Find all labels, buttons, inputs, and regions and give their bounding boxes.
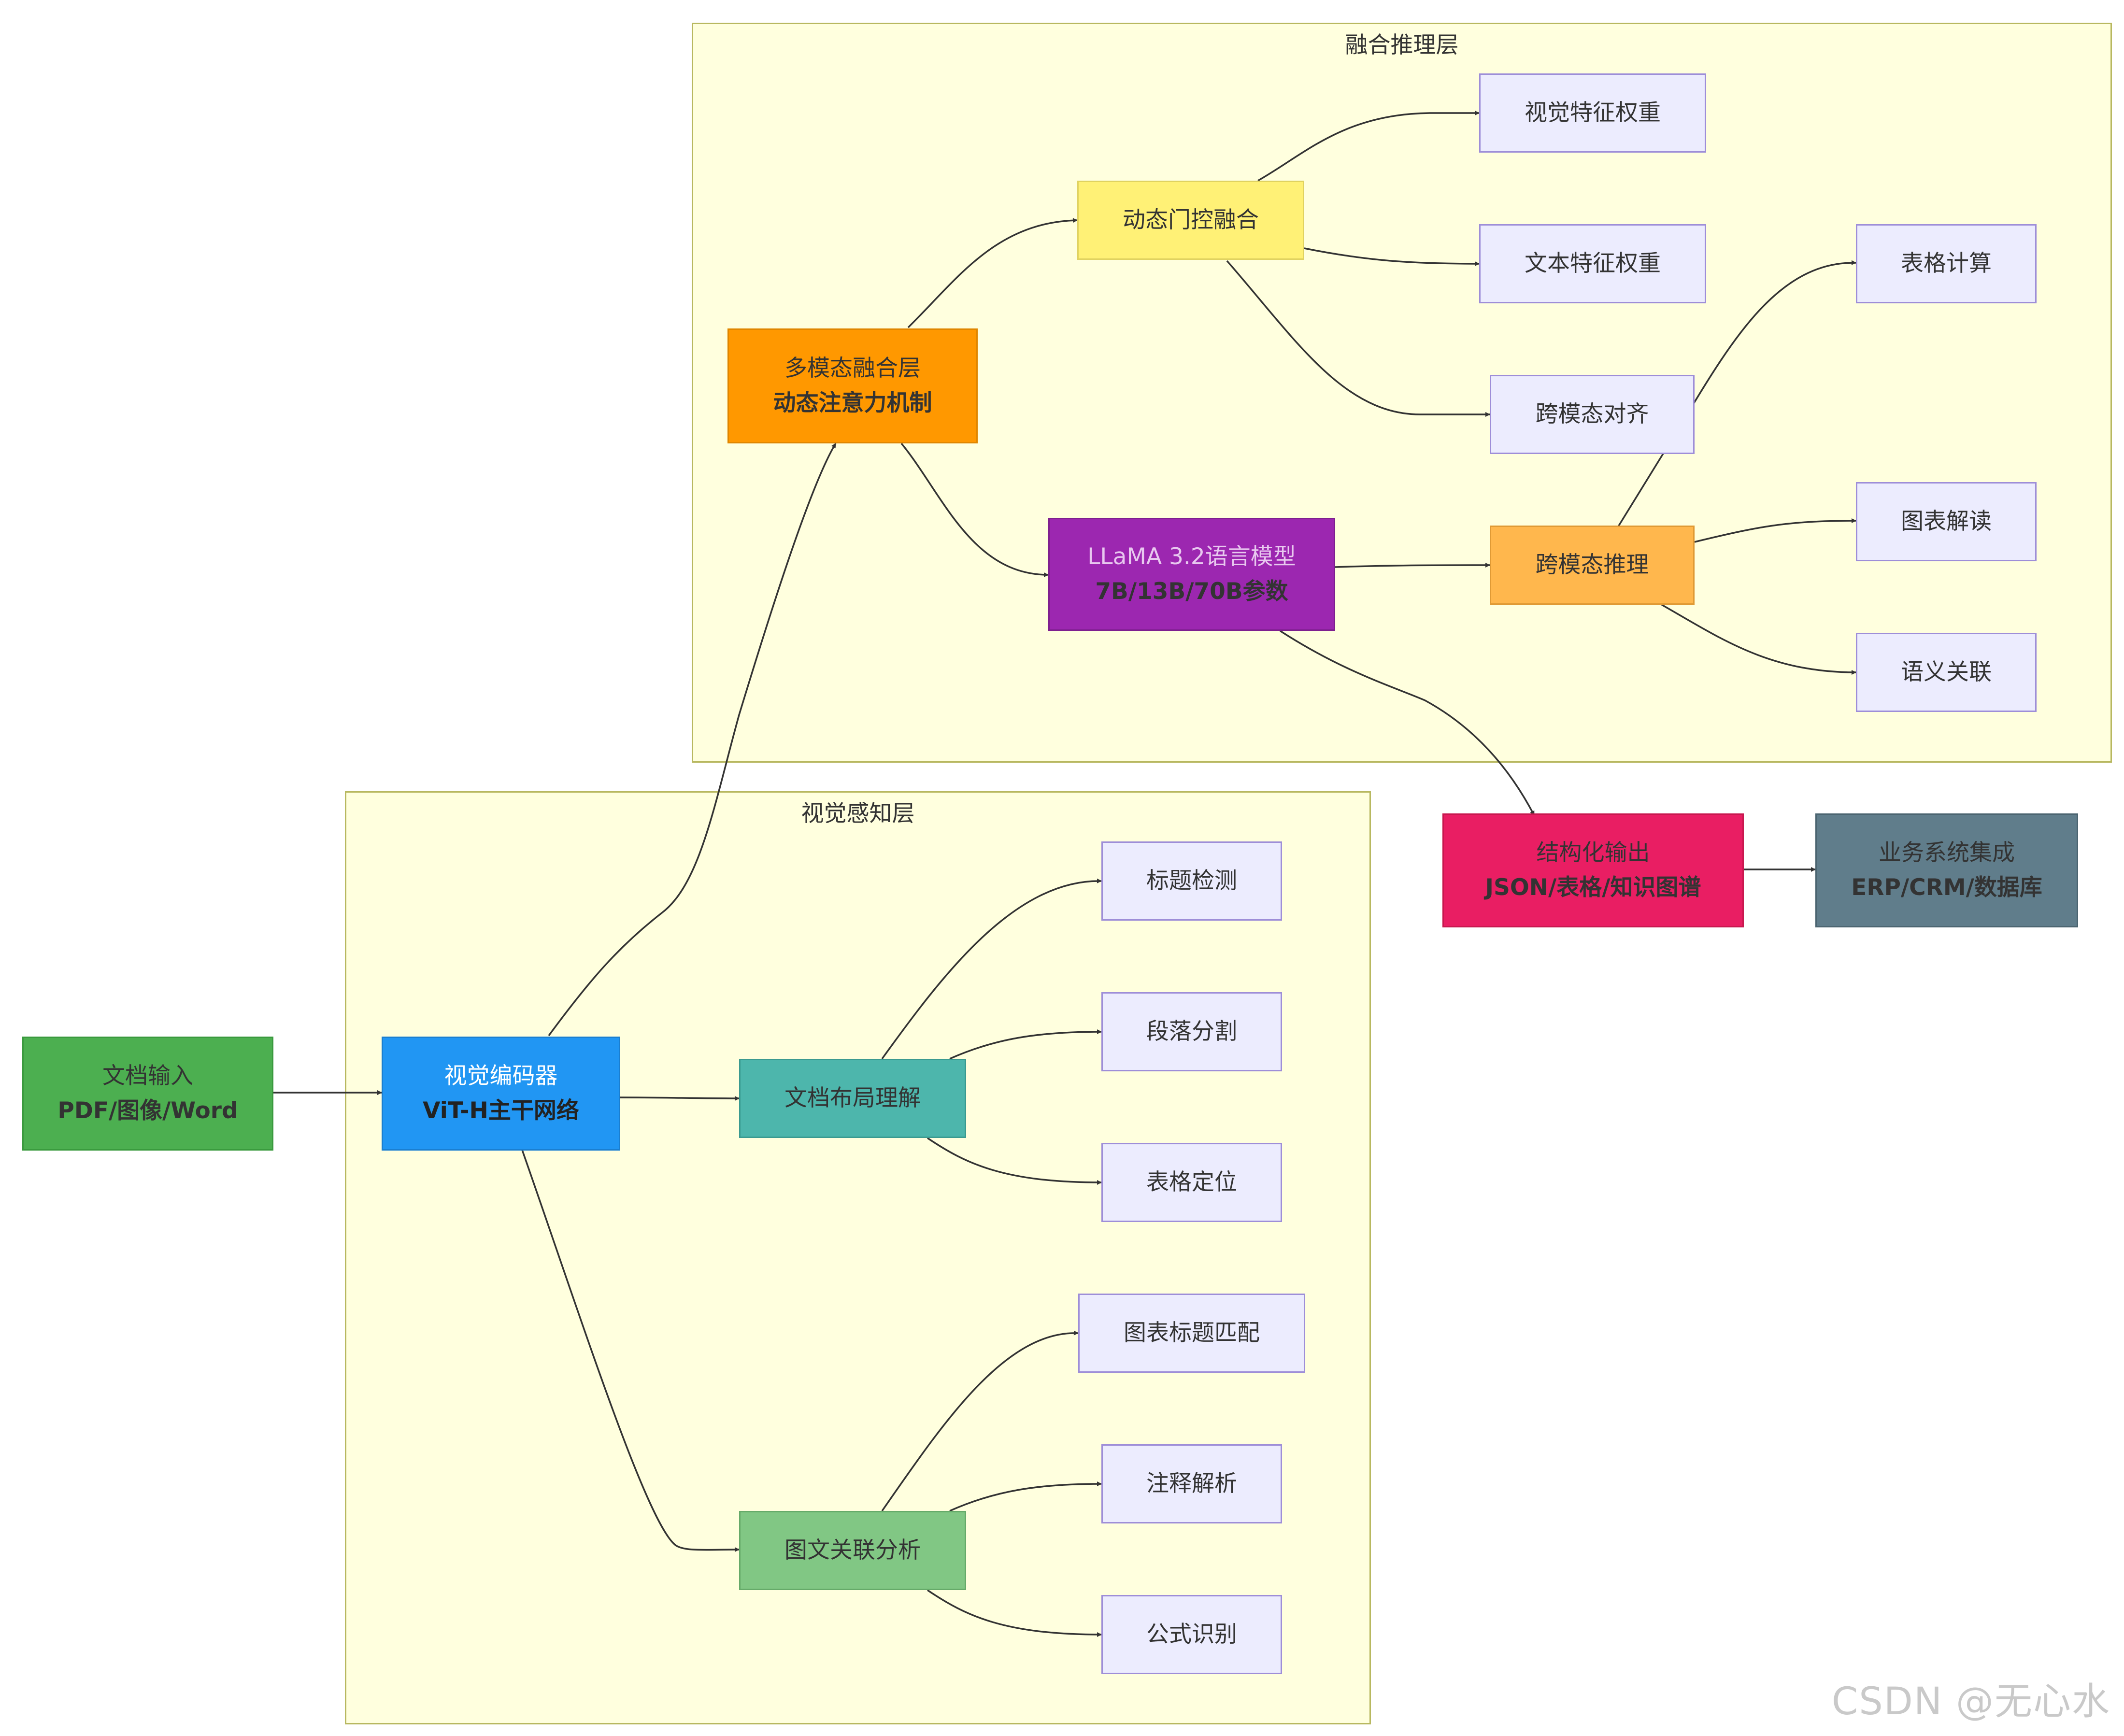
visual-weight-node[interactable]: 视觉特征权重 bbox=[1479, 73, 1706, 153]
business-integration-node[interactable]: 业务系统集成 ERP/CRM/数据库 bbox=[1815, 813, 2078, 927]
edge-layout-to-title bbox=[881, 878, 1102, 1060]
vision-encoder-sublabel: ViT-H主干网络 bbox=[423, 1097, 579, 1124]
chart-title-match-node[interactable]: 图表标题匹配 bbox=[1078, 1294, 1305, 1373]
edge-llama-to-output bbox=[1280, 630, 1535, 816]
table-calc-label: 表格计算 bbox=[1901, 250, 1992, 277]
semantic-relation-node[interactable]: 语义关联 bbox=[1856, 633, 2037, 712]
fusion-group-title: 融合推理层 bbox=[1345, 32, 1459, 58]
cross-modal-reasoning-node[interactable]: 跨模态推理 bbox=[1490, 526, 1695, 605]
doc-input-label: 文档输入 bbox=[102, 1063, 193, 1089]
doc-input-sublabel: PDF/图像/Word bbox=[57, 1097, 238, 1124]
vision-group-title: 视觉感知层 bbox=[801, 800, 915, 827]
formula-label: 公式识别 bbox=[1146, 1621, 1237, 1648]
edge-imgtext-to-formula bbox=[927, 1589, 1102, 1637]
edge-encoder-to-imgtext bbox=[521, 1148, 740, 1552]
text-weight-label: 文本特征权重 bbox=[1525, 250, 1661, 277]
layout-label: 文档布局理解 bbox=[784, 1085, 921, 1111]
edge-encoder-to-multimodal bbox=[548, 443, 837, 1037]
text-weight-node[interactable]: 文本特征权重 bbox=[1479, 224, 1706, 303]
edge-gate-to-visual bbox=[1257, 111, 1480, 182]
edge-encoder-to-layout bbox=[619, 1096, 740, 1101]
edge-layout-to-paragraph bbox=[949, 1029, 1102, 1060]
edge-gate-to-text bbox=[1304, 247, 1480, 266]
chart-read-label: 图表解读 bbox=[1901, 508, 1992, 535]
multimodal-sublabel: 动态注意力机制 bbox=[773, 390, 932, 416]
doc-input-node[interactable]: 文档输入 PDF/图像/Word bbox=[22, 1037, 273, 1151]
output-sublabel: JSON/表格/知识图谱 bbox=[1485, 874, 1701, 901]
dynamic-gate-node[interactable]: 动态门控融合 bbox=[1077, 181, 1304, 260]
multimodal-label: 多模态融合层 bbox=[784, 355, 921, 382]
edge-reason-to-semantic bbox=[1661, 604, 1856, 675]
image-text-analysis-node[interactable]: 图文关联分析 bbox=[739, 1511, 966, 1590]
edge-multimodal-to-gate bbox=[907, 218, 1078, 328]
business-sublabel: ERP/CRM/数据库 bbox=[1851, 874, 2042, 901]
annotation-parse-node[interactable]: 注释解析 bbox=[1101, 1444, 1282, 1523]
csdn-watermark: CSDN @无心水 bbox=[1831, 1680, 2110, 1723]
llama-label: LLaMA 3.2语言模型 bbox=[1087, 543, 1296, 570]
edge-multimodal-to-llama bbox=[900, 442, 1049, 577]
multimodal-fusion-node[interactable]: 多模态融合层 动态注意力机制 bbox=[727, 328, 978, 443]
edge-llama-to-reason bbox=[1335, 563, 1490, 568]
title-detection-node[interactable]: 标题检测 bbox=[1101, 841, 1282, 921]
image-text-label: 图文关联分析 bbox=[784, 1537, 921, 1564]
edge-gate-to-align bbox=[1226, 260, 1490, 417]
edge-layout-to-table bbox=[927, 1137, 1102, 1185]
edge-imgtext-to-charttitle bbox=[881, 1330, 1079, 1512]
layout-understanding-node[interactable]: 文档布局理解 bbox=[739, 1059, 966, 1138]
annotation-label: 注释解析 bbox=[1146, 1470, 1237, 1497]
edge-reason-to-chartread bbox=[1694, 518, 1856, 543]
output-label: 结构化输出 bbox=[1536, 840, 1650, 866]
paragraph-segmentation-node[interactable]: 段落分割 bbox=[1101, 992, 1282, 1071]
gate-label: 动态门控融合 bbox=[1123, 207, 1259, 233]
chart-title-label: 图表标题匹配 bbox=[1124, 1320, 1260, 1346]
vision-encoder-node[interactable]: 视觉编码器 ViT-H主干网络 bbox=[382, 1037, 620, 1151]
table-location-node[interactable]: 表格定位 bbox=[1101, 1143, 1282, 1222]
vision-encoder-label: 视觉编码器 bbox=[444, 1063, 558, 1089]
cross-reason-label: 跨模态推理 bbox=[1535, 552, 1649, 578]
structured-output-node[interactable]: 结构化输出 JSON/表格/知识图谱 bbox=[1442, 813, 1744, 927]
cross-align-label: 跨模态对齐 bbox=[1535, 401, 1649, 427]
table-calc-node[interactable]: 表格计算 bbox=[1856, 224, 2037, 303]
edge-imgtext-to-annotation bbox=[949, 1481, 1102, 1512]
business-label: 业务系统集成 bbox=[1879, 840, 2015, 866]
semantic-label: 语义关联 bbox=[1901, 659, 1992, 685]
chart-reading-node[interactable]: 图表解读 bbox=[1856, 482, 2037, 561]
formula-recognition-node[interactable]: 公式识别 bbox=[1101, 1595, 1282, 1674]
llama-sublabel: 7B/13B/70B参数 bbox=[1095, 578, 1288, 605]
llama-model-node[interactable]: LLaMA 3.2语言模型 7B/13B/70B参数 bbox=[1048, 518, 1335, 631]
cross-modal-align-node[interactable]: 跨模态对齐 bbox=[1490, 375, 1695, 454]
paragraph-label: 段落分割 bbox=[1146, 1018, 1237, 1045]
visual-weight-label: 视觉特征权重 bbox=[1525, 100, 1661, 126]
title-detection-label: 标题检测 bbox=[1146, 868, 1237, 894]
table-location-label: 表格定位 bbox=[1146, 1169, 1237, 1195]
